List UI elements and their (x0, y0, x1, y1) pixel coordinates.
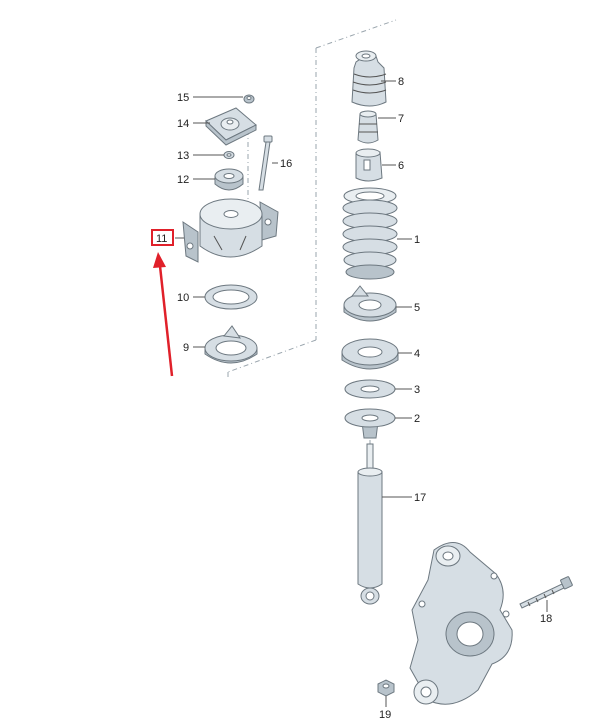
label-19: 19 (379, 709, 391, 721)
label-4: 4 (414, 348, 420, 360)
part-16-bolt (258, 135, 273, 191)
part-14-top-plate (205, 107, 257, 146)
part-12-bearing (214, 168, 244, 191)
label-1: 1 (414, 234, 420, 246)
label-15: 15 (177, 92, 189, 104)
part-13-washer (223, 151, 235, 159)
leader-lines (175, 80, 548, 707)
part-4-lower-seat (341, 338, 399, 370)
assembly-guide-lines (227, 19, 397, 452)
part-17-shock-absorber (357, 443, 383, 605)
label-10: 10 (177, 292, 189, 304)
label-2: 2 (414, 413, 420, 425)
label-8: 8 (398, 76, 404, 88)
label-5: 5 (414, 302, 420, 314)
part-10-spring-seat (204, 284, 258, 310)
label-18: 18 (540, 613, 552, 625)
label-7: 7 (398, 113, 404, 125)
label-13: 13 (177, 150, 189, 162)
label-3: 3 (414, 384, 420, 396)
label-9: 9 (183, 342, 189, 354)
label-17: 17 (414, 492, 426, 504)
part-9-isolator (204, 325, 258, 364)
part-2-dish-washer (344, 408, 396, 439)
part-7-bump-stop (357, 110, 379, 144)
red-pointer-arrow (153, 252, 174, 377)
label-12: 12 (177, 174, 189, 186)
wheel-carrier (409, 542, 513, 705)
part-15-nut (243, 94, 255, 104)
part-3-washer (344, 379, 396, 399)
highlight-box (151, 229, 174, 246)
part-1-coil-spring (342, 187, 398, 280)
part-6-dust-cap (355, 148, 383, 182)
part-8-bump-stop-boot (351, 50, 387, 107)
label-11: 11 (156, 233, 167, 245)
part-11-strut-mount (182, 198, 279, 263)
part-18-bolt (519, 576, 573, 609)
label-6: 6 (398, 160, 404, 172)
part-19-nut (377, 679, 395, 697)
label-16: 16 (280, 158, 292, 170)
label-14: 14 (177, 118, 189, 130)
part-5-upper-seat (343, 285, 397, 322)
